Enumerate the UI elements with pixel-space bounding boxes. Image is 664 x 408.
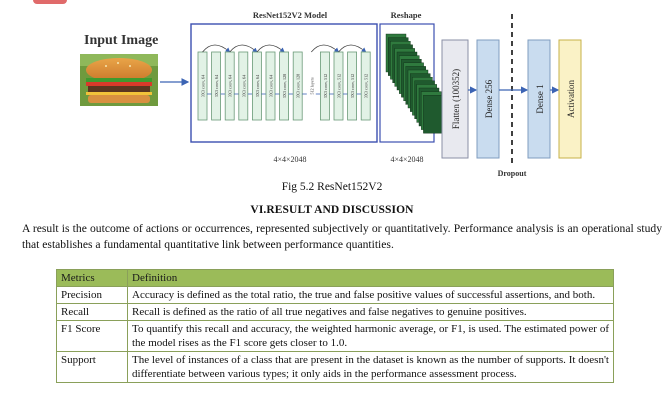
header-metric: Metrics (56, 269, 128, 287)
logo-fragment (33, 0, 67, 4)
activation-layer: Activation (558, 39, 582, 159)
metric-cell: F1 Score (56, 320, 128, 352)
layer-label: 3X3 conv, 64 (255, 74, 261, 97)
layer-block (319, 51, 330, 121)
layer-label: 3X3 conv, 512 (323, 74, 329, 99)
skip-connection-arc (338, 44, 367, 53)
burger-input-image (80, 54, 158, 106)
table-row: F1 Score To quantify this recall and acc… (56, 320, 614, 352)
layer-block (279, 51, 290, 121)
layer-label: 3X3 conv, 64 (269, 74, 275, 97)
reshape-label: Reshape (391, 10, 422, 20)
dense-256-label: Dense 256 (484, 79, 494, 118)
layer-label: 3X3 conv, 512 (350, 74, 356, 99)
figure-caption: Fig 5.2 ResNet152V2 (281, 181, 383, 193)
layer-block (360, 51, 371, 121)
skip-connection-arc (256, 44, 285, 53)
definition-cell: Accuracy is defined as the total ratio, … (127, 286, 614, 304)
table-row: Support The level of instances of a clas… (56, 351, 614, 383)
metric-cell: Precision (56, 286, 128, 304)
layer-block (265, 51, 276, 121)
activation-label: Activation (566, 80, 576, 118)
dropout-label: Dropout (498, 169, 527, 178)
layer-block (347, 51, 358, 121)
layer-label: 3X3 conv, 64 (228, 74, 234, 97)
definition-cell: The level of instances of a class that a… (127, 351, 614, 383)
flatten-layer: Flatten (100352) (441, 39, 469, 159)
layer-label: 3X3 conv, 512 (364, 74, 370, 99)
definition-cell: To quantify this recall and accuracy, th… (127, 320, 614, 352)
metric-cell: Recall (56, 303, 128, 321)
dense-1-layer: Dense 1 (527, 39, 551, 159)
flatten-label: Flatten (100352) (451, 69, 461, 129)
table-header-row: Metrics Definition (56, 269, 614, 287)
layer-label: 512 layers (309, 77, 314, 95)
section-paragraph: A result is the outcome of actions or oc… (22, 222, 662, 251)
layer-label: 3X3 conv, 64 (214, 74, 220, 97)
layer-label: 3X3 conv, 128 (296, 74, 302, 99)
table-row: Precision Accuracy is defined as the tot… (56, 286, 614, 304)
definition-cell: Recall is defined as the ratio of all tr… (127, 303, 614, 321)
header-definition: Definition (127, 269, 614, 287)
layer-block (211, 51, 222, 121)
input-image-label: Input Image (84, 33, 158, 48)
resnet-layers: 3X3 conv, 64 3X3 conv, 64 3X3 conv, 64 3X3 … (197, 44, 371, 121)
skip-connection-arc (229, 44, 258, 53)
skip-connection-arc (202, 44, 231, 53)
layer-block (292, 51, 303, 121)
dense-256-layer: Dense 256 (476, 39, 500, 159)
model-label: ResNet152V2 Model (253, 10, 328, 20)
model-dimensions: 4×4×2048 (273, 155, 306, 164)
layer-label: 3X3 conv, 64 (241, 74, 247, 97)
resnet-model-frame (190, 23, 378, 143)
reshape-dimensions: 4×4×2048 (390, 155, 423, 164)
layer-block (238, 51, 249, 121)
resnet152v2-architecture-diagram: Input Image ResNet152V2 Model 3X3 conv, … (80, 10, 582, 178)
layer-label: 3X3 conv, 64 (201, 74, 207, 97)
table-row: Recall Recall is defined as the ratio of… (56, 303, 614, 321)
layer-label: 3X3 conv, 128 (282, 74, 288, 99)
dense-1-label: Dense 1 (535, 84, 545, 113)
reshape-feature-stack (385, 33, 444, 134)
metric-cell: Support (56, 351, 128, 383)
layer-label: 3X3 conv, 512 (337, 74, 343, 99)
section-heading: VI.RESULT AND DISCUSSION (250, 204, 414, 216)
skip-connection-arc (310, 44, 340, 53)
metrics-table: Metrics Definition Precision Accuracy is… (56, 269, 614, 383)
feature-map-slice (423, 94, 444, 134)
